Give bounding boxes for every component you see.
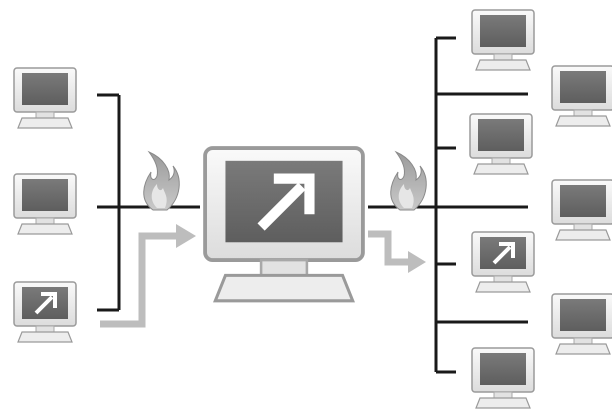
right-pc-5 [470,230,536,294]
flow-arrow-left [100,224,196,328]
left-pc-2 [13,173,77,235]
flame-icon [390,150,427,211]
center-computer [205,148,363,301]
flow-arrow-right [368,230,426,273]
right-pc-4 [551,179,612,241]
right-pc-6 [551,293,612,355]
flame-icon [143,150,180,211]
left-pc-1 [13,67,77,129]
connection-lines [97,36,528,374]
right-pc-1 [471,9,535,71]
left-pc-3 [12,280,78,344]
right-pc-2 [551,65,612,127]
right-pc-3 [469,113,533,175]
right-pc-7 [471,347,535,409]
